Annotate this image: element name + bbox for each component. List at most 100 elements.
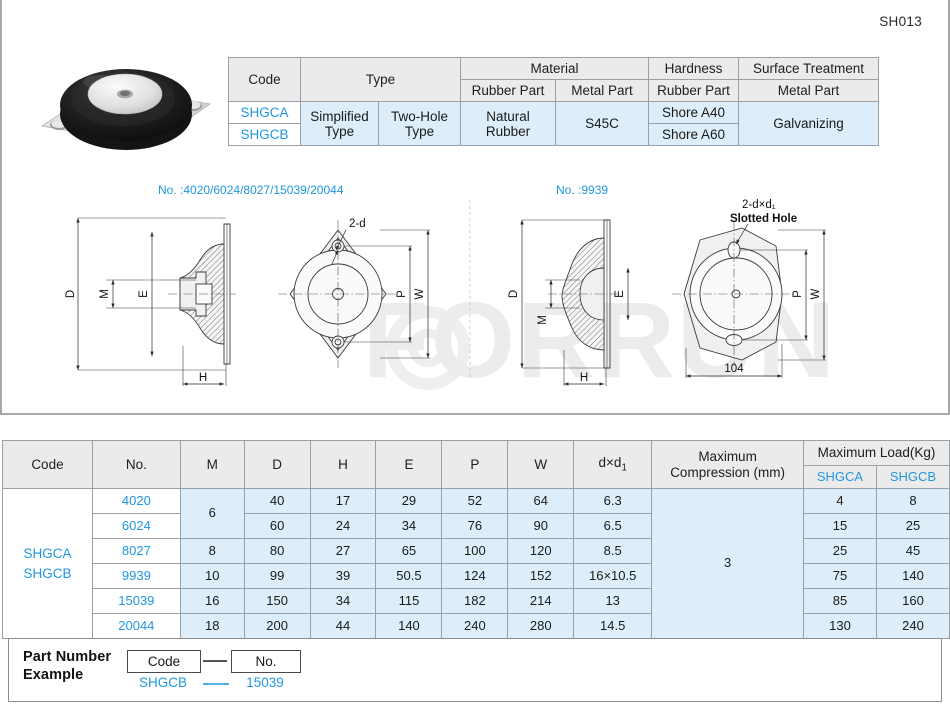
cell-e: 34 (375, 513, 443, 539)
cell-no: 6024 (91, 513, 181, 539)
table-row: SHGCA SHGCB 4020 6 40 17 29 52 64 6.3 3 … (2, 488, 950, 639)
table-row: Code Type Material Hardness Surface Trea… (228, 56, 879, 103)
part-number-title-l1: Part Number (23, 649, 112, 665)
table-row: Rubber Part Metal Part Rubber Part Metal… (229, 79, 879, 103)
spec-material-rubber: Natural Rubber (460, 101, 556, 147)
frame-right-border (948, 0, 950, 413)
cell-w: 90 (507, 513, 575, 539)
dim-label-W: W (414, 288, 426, 299)
cell-w: 64 (507, 488, 575, 514)
cell-dxd1: 6.5 (573, 513, 653, 539)
spec-code-shgca: SHGCA (228, 101, 301, 125)
cell-p: 124 (441, 563, 509, 589)
cell-d: 40 (243, 488, 311, 514)
cell-load-b: 140 (875, 563, 950, 589)
table-row: SHGCA SHGCB (3, 465, 950, 489)
dim-label-104: 104 (724, 363, 744, 375)
part-number-chip-no: No. (231, 650, 301, 673)
cell-no: 20044 (91, 613, 181, 639)
header-material-rubber-part: Rubber Part (460, 79, 556, 103)
header-surface-treatment: Surface Treatment (738, 56, 879, 81)
header-material-metal-part: Metal Part (555, 79, 649, 103)
cell-load-a: 85 (803, 588, 877, 614)
table-row: 8027 8 80 27 65 100 120 8.5 25 45 (3, 538, 950, 564)
spec-type-two-hole: Two-Hole Type (378, 101, 461, 147)
dim-label-M-right: M (537, 315, 549, 325)
dim-label-D-right: D (508, 290, 520, 298)
dim-label-H: H (199, 372, 207, 384)
header-material: Material (460, 56, 649, 81)
part-number-title: Part Number Example (23, 649, 111, 684)
cell-d: 60 (243, 513, 311, 539)
drawings-svg: .ln { stroke:#3a3a3a; stroke-width:0.9; … (65, 199, 835, 400)
code-shgca: SHGCA (23, 546, 72, 562)
cell-load-a: 4 (803, 488, 877, 514)
table-row: 15039 16 150 34 115 182 214 13 85 160 (3, 588, 950, 614)
cell-load-b: 45 (875, 538, 950, 564)
cell-e: 29 (375, 488, 443, 514)
cell-no: 8027 (91, 538, 181, 564)
table-row: 20044 18 200 44 140 240 280 14.5 130 240 (3, 613, 950, 639)
cell-e: 140 (375, 613, 443, 639)
dim-label-P: P (396, 290, 408, 298)
cell-h: 44 (309, 613, 377, 639)
header-w: W (507, 440, 575, 489)
header-max-compression-l1: Maximum (698, 448, 757, 464)
cell-load-b: 8 (875, 488, 950, 514)
dim-label-W-right: W (810, 288, 822, 299)
dim-label-E: E (138, 290, 150, 298)
drawing-right-no-label: No. :9939 (556, 183, 609, 197)
code-shgcb: SHGCB (23, 565, 72, 581)
header-hardness: Hardness (648, 56, 739, 81)
cell-p: 240 (441, 613, 509, 639)
cell-load-a: 130 (803, 613, 877, 639)
header-no: No. (91, 440, 181, 489)
table-row: 6024 60 24 34 76 90 6.5 15 25 (3, 513, 950, 539)
spec-hardness-a60: Shore A60 (648, 123, 739, 147)
part-number-value-code: SHGCB (138, 675, 187, 690)
cell-load-b: 240 (875, 613, 950, 639)
table-row: SHGCA Simplified Type Two-Hole Type Natu… (228, 101, 879, 147)
header-max-load: Maximum Load(Kg) (803, 440, 950, 466)
cell-dxd1: 8.5 (573, 538, 653, 564)
cell-d: 150 (243, 588, 311, 614)
cell-dxd1: 6.3 (573, 488, 653, 514)
cell-dxd1: 13 (573, 588, 653, 614)
cell-load-a: 75 (803, 563, 877, 589)
header-load-shgcb: SHGCB (875, 465, 950, 489)
cell-d: 99 (243, 563, 311, 589)
cell-h: 27 (309, 538, 377, 564)
header-type: Type (300, 56, 461, 103)
header-code: Code (228, 56, 301, 103)
cell-e: 115 (375, 588, 443, 614)
product-photo-graphic (40, 69, 212, 150)
drawing-left-topview: 2-d P W (278, 218, 430, 368)
dimension-table: Code No. M D H E P W d×d1 Maximum Compre… (2, 440, 950, 639)
drawing-left-section: D M E H (65, 217, 236, 386)
header-load-shgca: SHGCA (803, 465, 877, 489)
spec-code-shgcb: SHGCB (228, 123, 301, 147)
cell-p: 182 (441, 588, 509, 614)
spec-hardness-a40: Shore A40 (648, 101, 739, 125)
cell-load-a: 15 (803, 513, 877, 539)
dim-label-D: D (65, 290, 77, 298)
cell-d: 200 (243, 613, 311, 639)
cell-e: 65 (375, 538, 443, 564)
cell-h: 39 (309, 563, 377, 589)
cell-m: 6 (179, 488, 245, 539)
part-number-value-no: 15039 (246, 675, 284, 690)
cell-p: 100 (441, 538, 509, 564)
dimension-code-cell: SHGCA SHGCB (2, 488, 93, 639)
callout-slotted-hole: Slotted Hole (730, 213, 797, 225)
cell-load-a: 25 (803, 538, 877, 564)
cell-no: 9939 (91, 563, 181, 589)
callout-2d: 2-d (349, 218, 366, 230)
cell-h: 17 (309, 488, 377, 514)
header-m: M (179, 440, 245, 489)
cell-e: 50.5 (375, 563, 443, 589)
cell-dxd1: 16×10.5 (573, 563, 653, 589)
cell-p: 76 (441, 513, 509, 539)
spec-summary-table: Code Type Material Hardness Surface Trea… (228, 56, 879, 147)
cell-max-compression: 3 (651, 488, 804, 639)
